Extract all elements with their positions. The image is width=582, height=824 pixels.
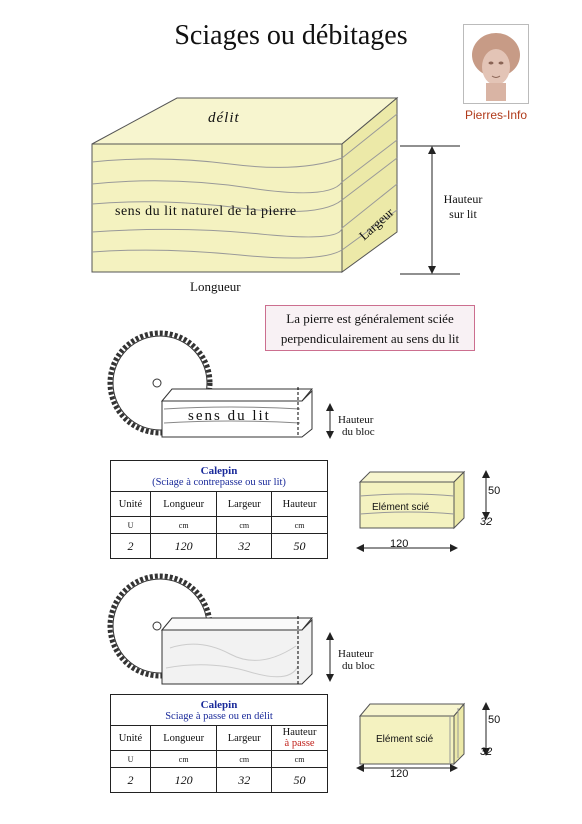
page-title: Sciages ou débitages bbox=[174, 20, 408, 51]
calepin-table-2: Calepin Sciage à passe ou en délit Unité… bbox=[110, 694, 328, 793]
logo bbox=[463, 24, 529, 104]
calepin2-header: Longueur bbox=[149, 725, 218, 751]
element2-depth: 32 bbox=[480, 746, 493, 758]
calepin2-value: 2 bbox=[110, 767, 151, 793]
calepin1-value: 2 bbox=[110, 533, 151, 559]
calepin1-header: Largeur bbox=[216, 491, 273, 517]
saw-diagram-2 bbox=[107, 573, 334, 685]
saw-diagram-1 bbox=[107, 330, 334, 439]
element1-label: Elément scié bbox=[372, 502, 430, 513]
calepin2-unit: U bbox=[110, 750, 151, 768]
calepin2-header: Hauteur à passe bbox=[271, 725, 328, 751]
calepin1-value: 32 bbox=[216, 533, 273, 559]
block-length-label: Longueur bbox=[190, 279, 241, 294]
calepin2-unit: cm bbox=[216, 750, 273, 768]
logo-text: Pierres-Info bbox=[464, 108, 528, 122]
calepin2-title-cell: Calepin Sciage à passe ou en délit bbox=[110, 694, 328, 726]
calepin2-value: 50 bbox=[271, 767, 328, 793]
calepin1-title-cell: Calepin (Sciage à contrepasse ou sur lit… bbox=[110, 460, 328, 492]
note-line-2: perpendiculairement au sens du lit bbox=[280, 331, 460, 346]
calepin1-unit: cm bbox=[216, 516, 273, 534]
calepin2-header: Unité bbox=[110, 725, 151, 751]
calepin1-header: Hauteur bbox=[271, 491, 328, 517]
saw-hub-icon bbox=[152, 378, 162, 388]
calepin1-value: 120 bbox=[149, 533, 218, 559]
calepin1-unit: cm bbox=[271, 516, 328, 534]
calepin1-value: 50 bbox=[271, 533, 328, 559]
calepin-table-1: Calepin (Sciage à contrepasse ou sur lit… bbox=[110, 460, 328, 559]
stone-block-diagram bbox=[91, 96, 460, 275]
element2-label: Elément scié bbox=[376, 734, 434, 745]
block-top-label: délit bbox=[208, 110, 240, 126]
element-diagram-2 bbox=[358, 702, 490, 766]
element1-depth: 32 bbox=[480, 516, 493, 528]
face-sculpture-icon bbox=[472, 33, 520, 101]
element1-height: 50 bbox=[488, 485, 501, 497]
calepin2-unit: cm bbox=[149, 750, 218, 768]
calepin1-unit: cm bbox=[149, 516, 218, 534]
element2-width: 120 bbox=[390, 768, 409, 780]
element2-height: 50 bbox=[488, 714, 501, 726]
calepin2-value: 32 bbox=[216, 767, 273, 793]
block-height-label: Hauteur sur lit bbox=[443, 192, 483, 221]
note-line-1: La pierre est généralement sciée bbox=[286, 311, 454, 326]
calepin1-header: Longueur bbox=[149, 491, 218, 517]
saw1-height-label: Hauteur du bloc bbox=[338, 414, 375, 438]
calepin2-unit: cm bbox=[271, 750, 328, 768]
element2-width-dimension bbox=[356, 764, 458, 772]
saw-hub-icon bbox=[152, 621, 162, 631]
calepin1-header: Unité bbox=[110, 491, 151, 517]
block-face-label: sens du lit naturel de la pierre bbox=[115, 204, 297, 219]
saw1-block-label: sens du lit bbox=[188, 408, 271, 424]
note-box: La pierre est généralement sciée perpend… bbox=[265, 305, 475, 351]
calepin1-unit: U bbox=[110, 516, 151, 534]
element1-width: 120 bbox=[390, 538, 409, 550]
calepin2-value: 120 bbox=[149, 767, 218, 793]
saw2-height-label: Hauteur du bloc bbox=[338, 648, 375, 672]
calepin2-header: Largeur bbox=[216, 725, 273, 751]
element-diagram-1 bbox=[356, 470, 490, 552]
